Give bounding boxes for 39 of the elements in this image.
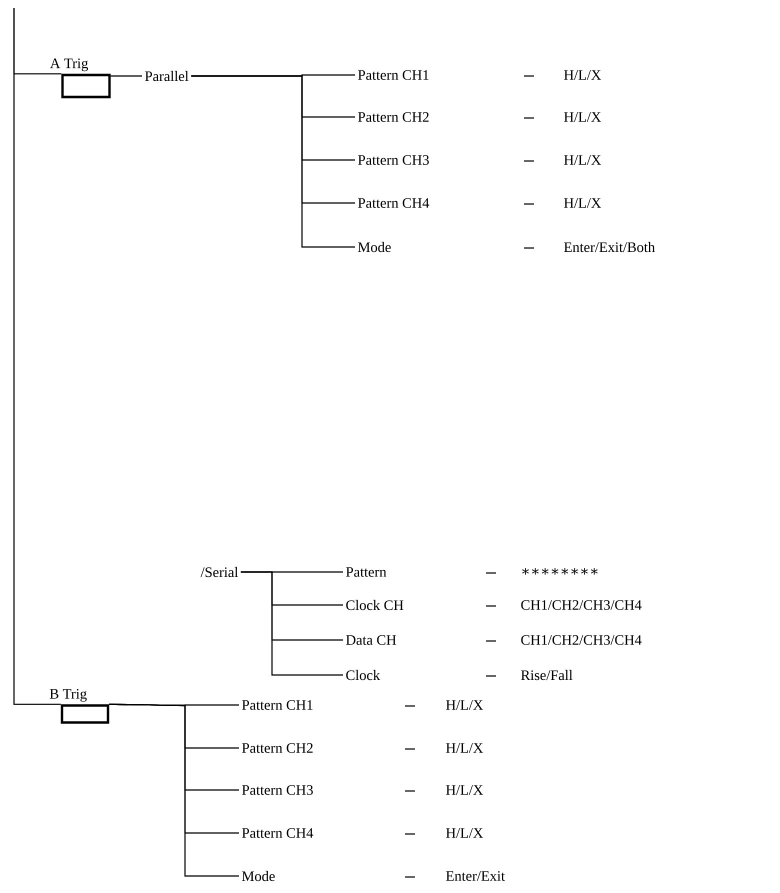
dash-connector	[110, 75, 142, 77]
option-values: CH1/CH2/CH3/CH4	[521, 600, 642, 610]
option-values: CH1/CH2/CH3/CH4	[521, 635, 642, 645]
option-values: ∗∗∗∗∗∗∗∗	[522, 568, 598, 575]
tree-connector	[240, 571, 343, 676]
node-label: B Trig	[50, 689, 87, 702]
menu-item: Pattern CH1	[358, 70, 429, 80]
option-values: H/L/X	[446, 743, 484, 753]
option-values: Enter/Exit	[446, 871, 505, 881]
menu-item: Clock CH	[346, 600, 404, 610]
node-label: A Trig	[50, 58, 88, 72]
menu-item: Data CH	[346, 635, 396, 645]
menu-item: Pattern CH4	[358, 198, 430, 208]
option-values: H/L/X	[446, 828, 484, 838]
option-values: H/L/X	[564, 198, 602, 208]
menu-item: Pattern CH1	[242, 700, 313, 710]
menu-item: Parallel	[145, 70, 188, 82]
menu-item: Pattern CH4	[242, 828, 314, 838]
menu-item: Mode	[358, 242, 391, 252]
option-values: H/L/X	[564, 112, 602, 122]
menu-item: Pattern CH2	[358, 112, 429, 122]
tree-connector	[191, 75, 355, 248]
tree-connector	[109, 704, 239, 877]
menu-item: Pattern CH2	[242, 743, 313, 753]
tree-connector	[13, 8, 61, 705]
menu-item: Mode	[242, 870, 275, 882]
option-values: Rise/Fall	[521, 670, 572, 680]
option-values: H/L/X	[446, 785, 484, 795]
trig-button: B Trig	[50, 689, 110, 724]
menu-item: /Serial	[200, 566, 238, 578]
menu-item: Pattern	[346, 567, 386, 577]
menu-item: Pattern CH3	[358, 155, 429, 165]
option-values: H/L/X	[564, 155, 602, 165]
menu-item: Pattern CH3	[242, 785, 313, 795]
option-values: H/L/X	[564, 70, 602, 80]
option-values: Enter/Exit/Both	[564, 242, 655, 252]
trig-button: A Trig	[50, 58, 111, 98]
menu-item: Clock	[346, 670, 380, 680]
option-values: H/L/X	[446, 700, 484, 710]
